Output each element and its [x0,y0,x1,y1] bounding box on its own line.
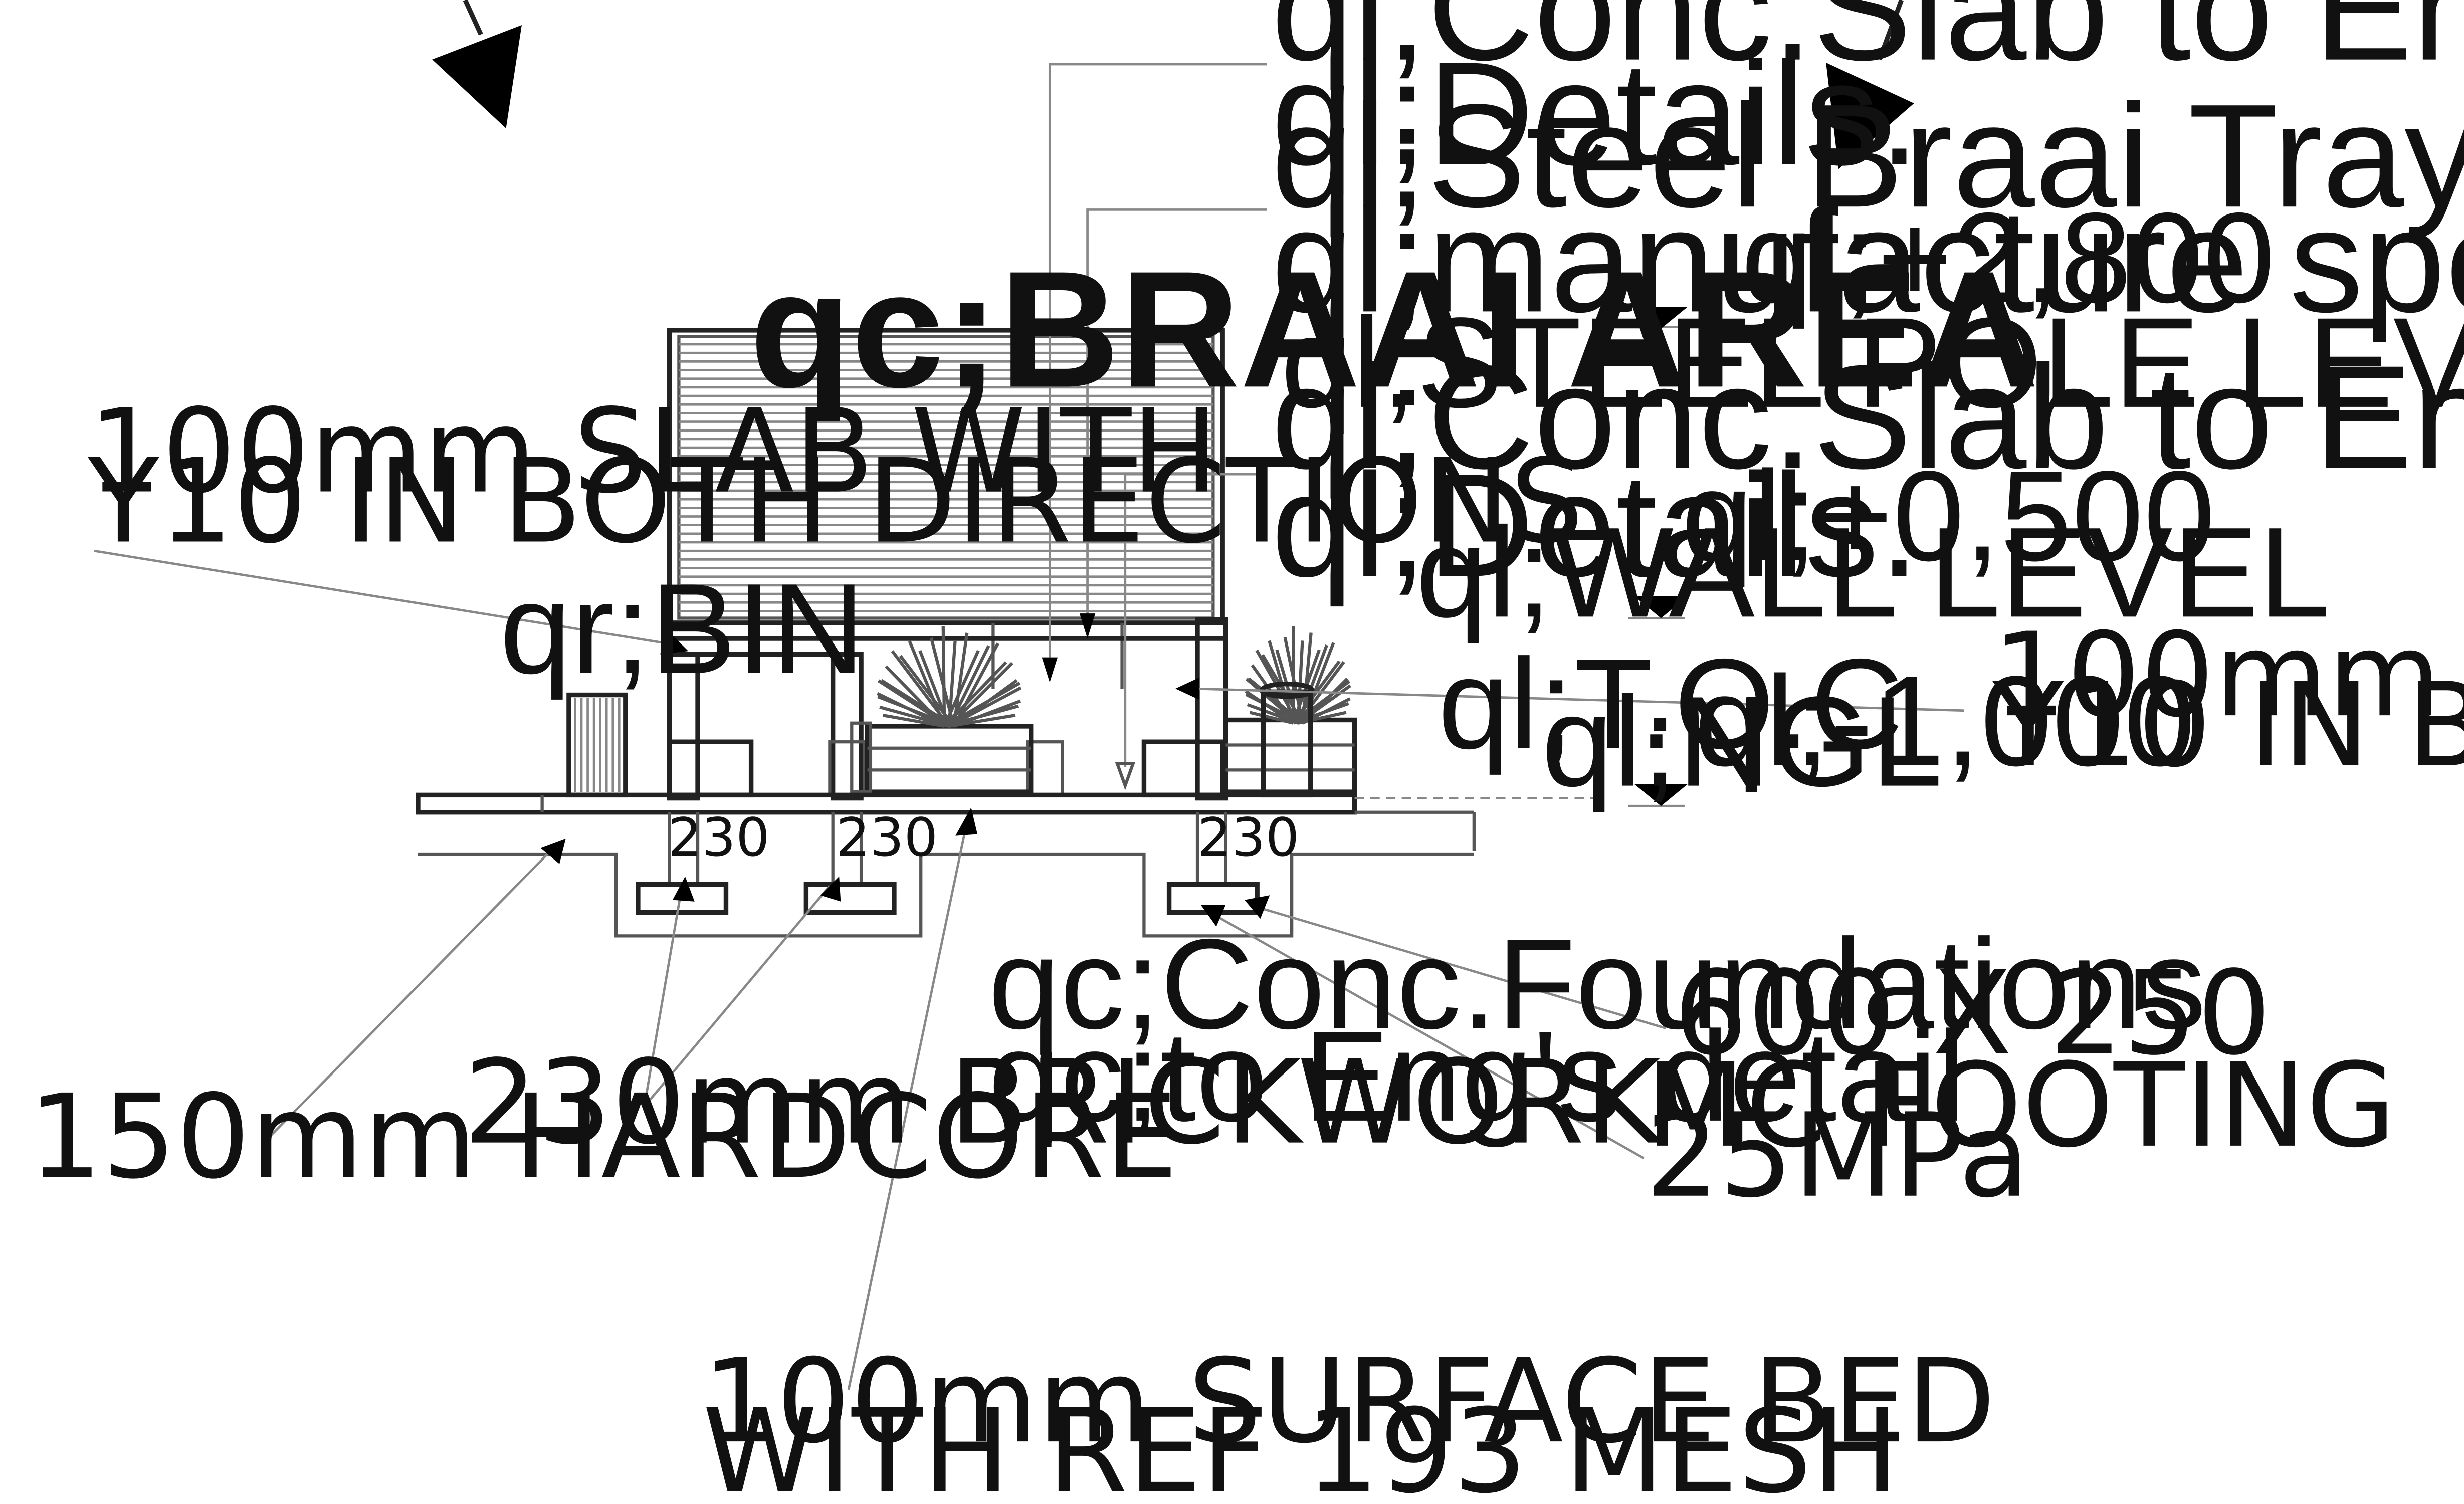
label-ngl: ql;NGL [1542,670,1943,814]
label-steel-braai-tray: ql;Steel Braai Tray to [1271,74,2464,239]
level-marker-2800 [1628,307,1688,329]
note-hardcore: 150mm HARDCORE [28,1069,1178,1204]
label-to-eng-detail: qc;to Eng's detail [988,1005,1966,1149]
level-label-2800: ql;+2,800 [1741,186,2275,330]
label-steel-pole-level: ql;STEEL POLE LEVEL [1281,291,2464,435]
label-toc: ql;T.O.C [1438,632,1904,776]
title-braai-area: qc;BRAAI AREA [749,237,2038,423]
level-label-minus1000: ql;-1,000 [1694,650,2195,794]
note-mc-footing-line2: 25MPa [1646,1088,2030,1223]
level-marker-minus1000 [1628,784,1688,807]
label-conc-slab-top: ql;Conc.Slab to Eng. [1271,0,2464,92]
plant-left [877,626,1022,728]
note-slab-right-line1: 100mm SLAB WITH [1992,608,2464,743]
label-details-top: ql;Details. [1271,32,1920,196]
label-details-mid: ql;Details. [1271,444,1920,608]
leader-arrowheads [540,613,1270,927]
label-manufacture-spec: ql;manufacture spec. [1271,179,2464,344]
section-cut-marker-right [1826,0,1914,169]
note-600x250: 600 X 250 [1674,946,2271,1081]
leader-lines [94,63,1965,1390]
note-slab-left-line2: Y10 IN BOTH DIRECTIONS [88,434,1584,569]
label-conc-slab-mid: ql;Conc.Slab to Eng. [1271,335,2464,500]
dim-230-right: 230 [1197,807,1299,869]
surface-bed-slab [416,792,1603,851]
note-slab-left-line1: 100mm SLAB WITH [88,384,1219,519]
label-conc-foundations: qc;Conc.Foundations [988,913,2206,1056]
note-brickwork: 230mm BRICKWORK [464,1035,1664,1170]
level-marker-0500 [1628,596,1688,619]
footing-center [803,882,897,915]
label-bin: qr;BIN [500,557,865,701]
dim-230-center: 230 [836,807,938,869]
brick-pier-left [667,652,700,801]
dim-230-left: 230 [668,807,769,869]
note-slab-right-line2: Y10 IN BOTH DIRECTIONS [1992,658,2464,792]
note-mc-footing-line1: MC FOOTING [1646,1038,2396,1173]
brick-pier-right [1195,617,1228,801]
planter-box-right [1223,717,1357,794]
section-cut-marker-left [432,0,522,129]
label-wall-level: ql;WALL LEVEL [1416,501,2330,645]
bench-right [1141,739,1225,798]
bench-left [667,739,754,798]
bin [566,692,628,798]
note-surface-bed-line2: WITH REF 193 MESH [702,1384,1899,1504]
planter-box-left [850,721,1034,794]
note-surface-bed-line1: 100mm SURFACE BED [702,1334,1995,1469]
ground-excavation-line [418,852,1474,938]
level-label-0500: ql;+0,500 [1682,445,2215,588]
